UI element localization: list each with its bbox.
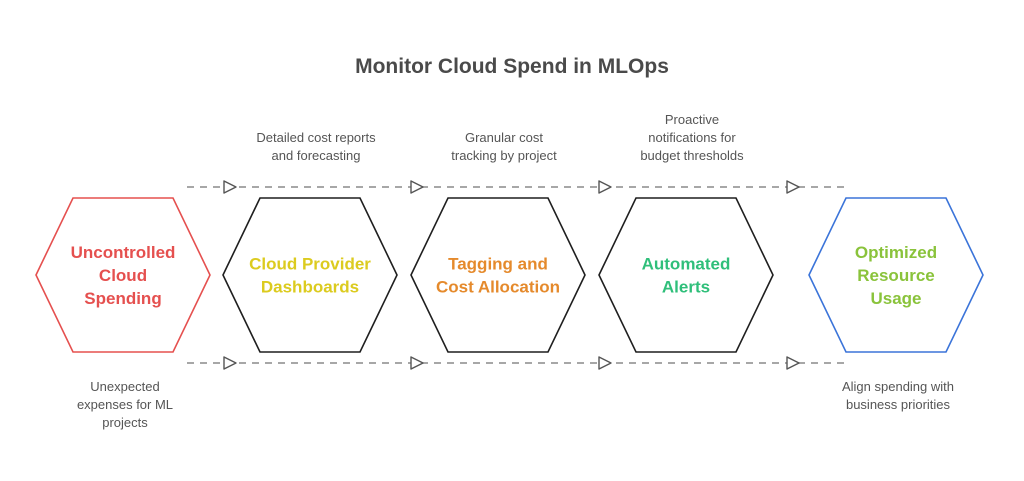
note-above-dashboards: and forecasting bbox=[272, 148, 361, 163]
arrow-right-icon bbox=[786, 356, 800, 370]
note-below-optimized: business priorities bbox=[846, 397, 951, 412]
hexagon-shape bbox=[410, 197, 586, 353]
arrow-right-icon bbox=[786, 180, 800, 194]
note-above-tagging: Granular cost bbox=[465, 130, 543, 145]
hexagon-shape bbox=[808, 197, 984, 353]
hexagon-shape bbox=[598, 197, 774, 353]
stage-label-line: Spending bbox=[84, 289, 161, 308]
connector-lines bbox=[187, 180, 848, 370]
note-below-uncontrolled: projects bbox=[102, 415, 148, 430]
note-above-dashboards: Detailed cost reports bbox=[256, 130, 376, 145]
stage-label-line: Dashboards bbox=[261, 278, 359, 297]
stage-label-line: Cloud bbox=[99, 266, 147, 285]
stage-label-line: Alerts bbox=[662, 278, 710, 297]
note-above-tagging: tracking by project bbox=[451, 148, 557, 163]
note-below-optimized: Align spending with bbox=[842, 379, 954, 394]
stage-label-line: Resource bbox=[857, 266, 934, 285]
stage-label-line: Optimized bbox=[855, 243, 937, 262]
stage-label-line: Cost Allocation bbox=[436, 278, 560, 297]
stage-label-line: Usage bbox=[870, 289, 921, 308]
note-above-alerts: Proactive bbox=[665, 112, 719, 127]
hexagon-shape bbox=[222, 197, 398, 353]
stage-notes: Unexpected expenses for ML projects Detaile… bbox=[77, 112, 954, 430]
stage-label-line: Uncontrolled bbox=[71, 243, 176, 262]
arrow-right-icon bbox=[410, 180, 424, 194]
arrow-right-icon bbox=[223, 180, 237, 194]
note-above-alerts: notifications for bbox=[648, 130, 736, 145]
note-above-alerts: budget thresholds bbox=[640, 148, 744, 163]
diagram-title: Monitor Cloud Spend in MLOps bbox=[355, 55, 669, 78]
note-below-uncontrolled: expenses for ML bbox=[77, 397, 173, 412]
note-below-uncontrolled: Unexpected bbox=[90, 379, 159, 394]
arrow-right-icon bbox=[598, 180, 612, 194]
hexagon-shape bbox=[35, 197, 211, 353]
stage-label-line: Tagging and bbox=[448, 255, 548, 274]
stage-label-line: Automated bbox=[642, 255, 731, 274]
arrow-right-icon bbox=[223, 356, 237, 370]
arrow-right-icon bbox=[410, 356, 424, 370]
stage-label-line: Cloud Provider bbox=[249, 255, 371, 274]
arrow-right-icon bbox=[598, 356, 612, 370]
